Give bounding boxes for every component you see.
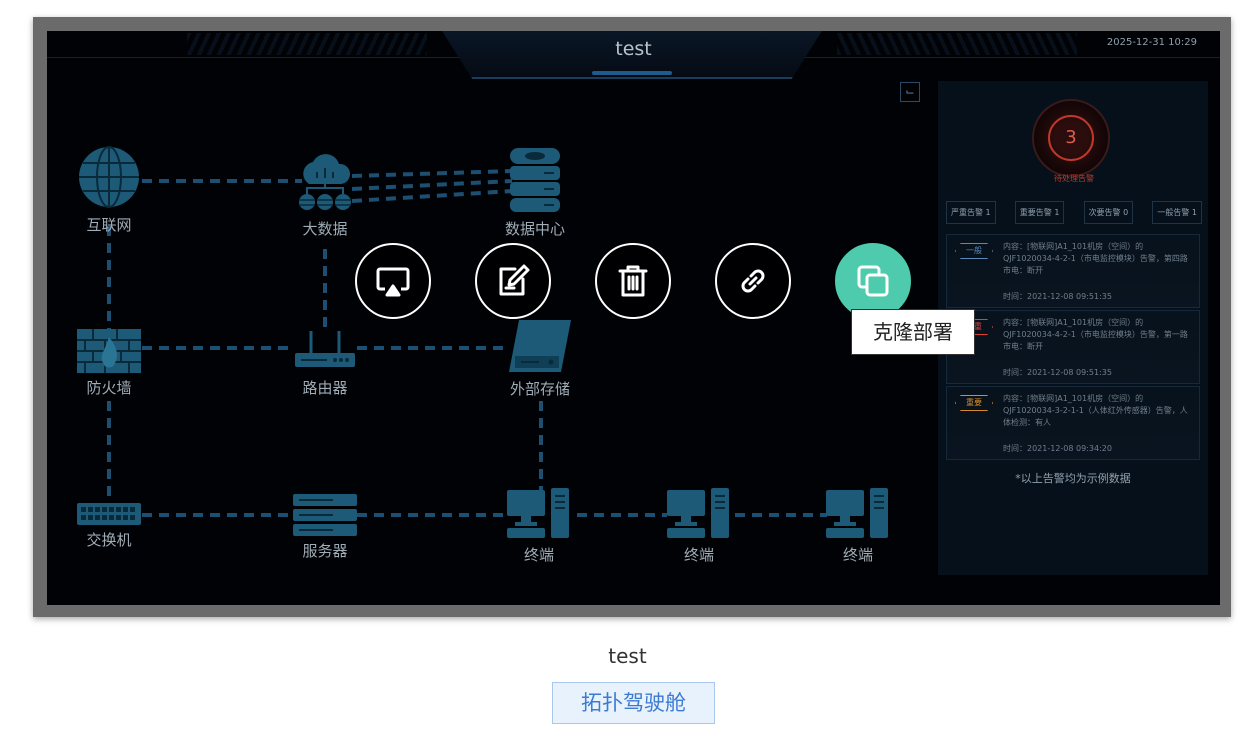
node-terminal-3[interactable]: 终端: [818, 488, 898, 565]
alarm-content: 内容：[物联网]A1_101机房（空间）的QJF1020034-3-2-1-1（…: [1003, 394, 1188, 427]
node-terminal-2[interactable]: 终端: [659, 488, 739, 565]
sample-data-note: *以上告警均为示例数据: [1015, 472, 1131, 485]
header-glow: [592, 71, 672, 75]
copy-icon: [857, 265, 889, 297]
trash-icon: [618, 265, 648, 297]
node-bigdata[interactable]: 大数据: [285, 144, 365, 239]
alarm-level-badge: 重要: [955, 395, 993, 411]
alarm-count-minor[interactable]: 次要告警 0: [1083, 201, 1134, 224]
pending-alarm-count: 3: [1048, 115, 1094, 161]
alarm-item[interactable]: 严重 内容：[物联网]A1_101机房（空间）的QJF1020034-4-2-1…: [946, 310, 1200, 384]
node-label: 互联网: [86, 216, 132, 234]
node-label: 终端: [683, 546, 714, 564]
node-label: 服务器: [302, 542, 348, 560]
node-firewall[interactable]: 防火墙: [69, 329, 149, 398]
screen-cast-icon: [376, 267, 410, 297]
node-server[interactable]: 服务器: [285, 494, 365, 561]
header-decoration-left: [187, 33, 427, 55]
topology-links: [107, 169, 827, 517]
switch-icon: [77, 503, 141, 525]
node-switch[interactable]: 交换机: [69, 503, 149, 550]
delete-button[interactable]: [595, 243, 671, 319]
router-icon: [295, 331, 355, 367]
node-label: 外部存储: [509, 380, 570, 398]
desktop-computer-icon: [667, 488, 729, 538]
server-rack-icon: [293, 494, 357, 536]
alarm-time: 时间：2021-12-08 09:34:20: [1003, 444, 1112, 453]
edit-button[interactable]: [475, 243, 551, 319]
card-caption: test: [608, 644, 647, 668]
alarm-time: 时间：2021-12-08 09:51:35: [1003, 368, 1112, 377]
alarm-item[interactable]: 重要 内容：[物联网]A1_101机房（空间）的QJF1020034-3-2-1…: [946, 386, 1200, 460]
node-label: 交换机: [86, 531, 132, 549]
node-label: 终端: [523, 546, 554, 564]
cloud-database-icon: [299, 154, 351, 210]
alarm-count-critical[interactable]: 严重告警 1: [946, 201, 996, 224]
node-datacenter[interactable]: 数据中心: [493, 144, 577, 239]
chart-toggle-button[interactable]: ⌙: [900, 82, 920, 102]
alarm-counts: 严重告警 1 重要告警 1 次要告警 0 一般告警 1: [946, 201, 1202, 224]
node-label: 数据中心: [504, 220, 565, 238]
alarm-content: 内容：[物联网]A1_101机房（空间）的QJF1020034-4-2-1（市电…: [1003, 318, 1188, 351]
datetime: 2025-12-31 10:29: [1106, 37, 1197, 48]
header-decoration-right: [837, 33, 1077, 55]
node-label: 防火墙: [86, 379, 132, 397]
hard-drive-icon: [509, 320, 571, 372]
desktop-computer-icon: [507, 488, 569, 538]
alarm-panel: 3 待处理告警 严重告警 1 重要告警 1 次要告警 0 一般告警 1 一般 内…: [938, 81, 1208, 575]
alarm-count-general[interactable]: 一般告警 1: [1152, 201, 1202, 224]
edit-icon: [499, 264, 530, 296]
node-label: 路由器: [302, 379, 348, 397]
globe-icon: [79, 146, 139, 208]
node-label: 大数据: [302, 220, 348, 238]
link-icon: [741, 269, 765, 293]
alarm-item[interactable]: 一般 内容：[物联网]A1_101机房（空间）的QJF1020034-4-2-1…: [946, 234, 1200, 308]
node-router[interactable]: 路由器: [285, 327, 365, 398]
alarm-level-badge: 一般: [955, 243, 993, 259]
preview-button[interactable]: [355, 243, 431, 319]
node-storage[interactable]: 外部存储: [495, 318, 585, 399]
alarm-count-major[interactable]: 重要告警 1: [1014, 201, 1065, 224]
pending-alarm-label: 待处理告警: [1054, 174, 1094, 183]
firewall-icon: [77, 329, 141, 373]
chart-line-icon: ⌙: [905, 85, 915, 98]
copy-link-button[interactable]: [715, 243, 791, 319]
screen-title: test: [615, 38, 652, 60]
node-label: 终端: [842, 546, 873, 564]
node-internet[interactable]: 互联网: [69, 144, 149, 235]
desktop-computer-icon: [826, 488, 888, 538]
alarm-time: 时间：2021-12-08 09:51:35: [1003, 292, 1112, 301]
pending-alarm-gauge: 3: [1032, 99, 1110, 177]
card-type-tag: 拓扑驾驶舱: [552, 682, 715, 724]
alarm-content: 内容：[物联网]A1_101机房（空间）的QJF1020034-4-2-1（市电…: [1003, 242, 1188, 275]
node-terminal-1[interactable]: 终端: [499, 488, 579, 565]
database-stack-icon: [510, 148, 560, 212]
clone-deploy-button[interactable]: [835, 243, 911, 319]
clone-deploy-tooltip: 克隆部署: [851, 309, 975, 355]
